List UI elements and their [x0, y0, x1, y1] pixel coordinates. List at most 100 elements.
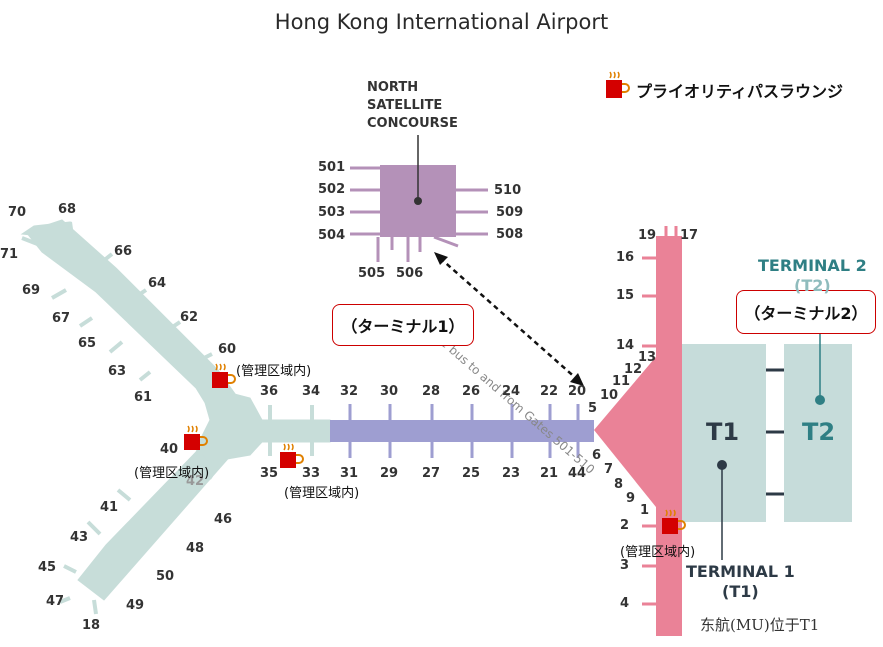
airline-note: 东航(MU)位于T1: [700, 616, 820, 634]
gate-label: 69: [22, 283, 41, 298]
gate-label: 10: [600, 388, 619, 403]
midfield-stubs: [348, 404, 580, 458]
gate-label: 501: [318, 160, 346, 175]
gate-label: 506: [396, 266, 424, 281]
gate-label: 5: [588, 401, 598, 416]
gate-label: 47: [46, 594, 65, 609]
gate-label: 66: [114, 244, 133, 259]
gate-label: 41: [100, 500, 119, 515]
gate-label: 35: [260, 466, 279, 481]
legend-label: プライオリティパスラウンジ: [636, 82, 844, 101]
gate-label: 43: [70, 530, 89, 545]
gate-label: 6: [592, 448, 602, 463]
gate-label: 503: [318, 205, 346, 220]
gate-label: 14: [616, 338, 635, 353]
t1-building-label: T1: [706, 418, 740, 446]
satellite-dot: [414, 197, 422, 205]
gate-label: 46: [214, 512, 233, 527]
gate-label: 31: [340, 466, 359, 481]
terminal1-callout: （ターミナル1）: [332, 304, 474, 346]
gate-label: 36: [260, 384, 279, 399]
gate-label: 50: [156, 569, 175, 584]
restricted-area-label: (管理区域内): [134, 466, 210, 481]
west-concourse: [20, 219, 331, 601]
ns-line3: CONCOURSE: [367, 116, 458, 131]
gate-label: 20: [568, 384, 587, 399]
gate-label: 2: [620, 518, 630, 533]
gate-label: 44: [568, 466, 587, 481]
map-title: Hong Kong International Airport: [274, 10, 609, 34]
gate-label: 12: [624, 362, 643, 377]
gate-label: 509: [496, 205, 524, 220]
gate-label: 24: [502, 384, 521, 399]
gate-label: 61: [134, 390, 153, 405]
restricted-area-label: (管理区域内): [620, 545, 696, 560]
t2-dot: [815, 395, 825, 405]
gate-label: 8: [614, 477, 624, 492]
terminal2-callout: （ターミナル2）: [736, 290, 876, 334]
gate-label: 45: [38, 560, 57, 575]
gate-label: 70: [8, 205, 27, 220]
gate-label: 27: [422, 466, 441, 481]
gate-label: 67: [52, 311, 71, 326]
terminal2-line1: TERMINAL 2: [758, 256, 867, 275]
gate-label: 32: [340, 384, 359, 399]
gate-label: 65: [78, 336, 97, 351]
gate-label: 9: [626, 491, 636, 506]
gate-label: 42: [186, 474, 205, 489]
west-stubs: [21, 221, 314, 615]
gate-label: 508: [496, 227, 524, 242]
gate-label: 33: [302, 466, 321, 481]
gate-label: 502: [318, 182, 346, 197]
gate-label: 3: [620, 558, 630, 573]
terminal-connectors: [766, 368, 784, 496]
terminal1-line1: TERMINAL 1: [686, 562, 795, 581]
t1-dot: [717, 460, 727, 470]
north-satellite-label: NORTH SATELLITE CONCOURSE: [367, 79, 458, 133]
gate-label: 68: [58, 202, 77, 217]
gate-label: 23: [502, 466, 521, 481]
satellite-stubs: [350, 166, 488, 262]
gate-label: 71: [0, 247, 19, 262]
terminal1-label: TERMINAL 1 (T1): [686, 562, 795, 602]
t1-fan: [594, 346, 682, 518]
t1-stubs: [642, 226, 678, 606]
ns-line1: NORTH: [367, 80, 419, 95]
gate-label: 21: [540, 466, 559, 481]
gate-label: 29: [380, 466, 399, 481]
gate-label: 48: [186, 541, 205, 556]
gate-label: 11: [612, 374, 631, 389]
gate-label: 64: [148, 276, 167, 291]
terminal1-line2: (T1): [722, 582, 759, 601]
gate-label: 7: [604, 462, 614, 477]
gate-label: 22: [540, 384, 559, 399]
terminal2-label: TERMINAL 2 (T2): [758, 256, 867, 296]
gate-label: 60: [218, 342, 237, 357]
shuttle-arrow-south: [570, 373, 584, 386]
t2-building-label: T2: [802, 418, 836, 446]
gate-label: 1: [640, 503, 650, 518]
restricted-area-label: (管理区域内): [284, 486, 360, 501]
restricted-area-label: (管理区域内): [236, 364, 312, 379]
midfield-concourse: [330, 420, 594, 442]
gate-label: 28: [422, 384, 441, 399]
gate-label: 63: [108, 364, 127, 379]
gate-label: 15: [616, 288, 635, 303]
t2-building: [784, 344, 852, 522]
ns-line2: SATELLITE: [367, 98, 443, 113]
gate-label: 26: [462, 384, 481, 399]
gate-label: 40: [160, 442, 179, 457]
gate-label: 25: [462, 466, 481, 481]
gate-label: 510: [494, 183, 522, 198]
gate-label: 18: [82, 618, 101, 633]
gate-label: 4: [620, 596, 630, 611]
t1-building: [682, 344, 766, 522]
junction: [195, 384, 331, 463]
gate-label: 49: [126, 598, 145, 613]
gate-label: 34: [302, 384, 321, 399]
gate-label: 16: [616, 250, 635, 265]
gate-label: 504: [318, 228, 346, 243]
gate-label: 17: [680, 228, 699, 243]
